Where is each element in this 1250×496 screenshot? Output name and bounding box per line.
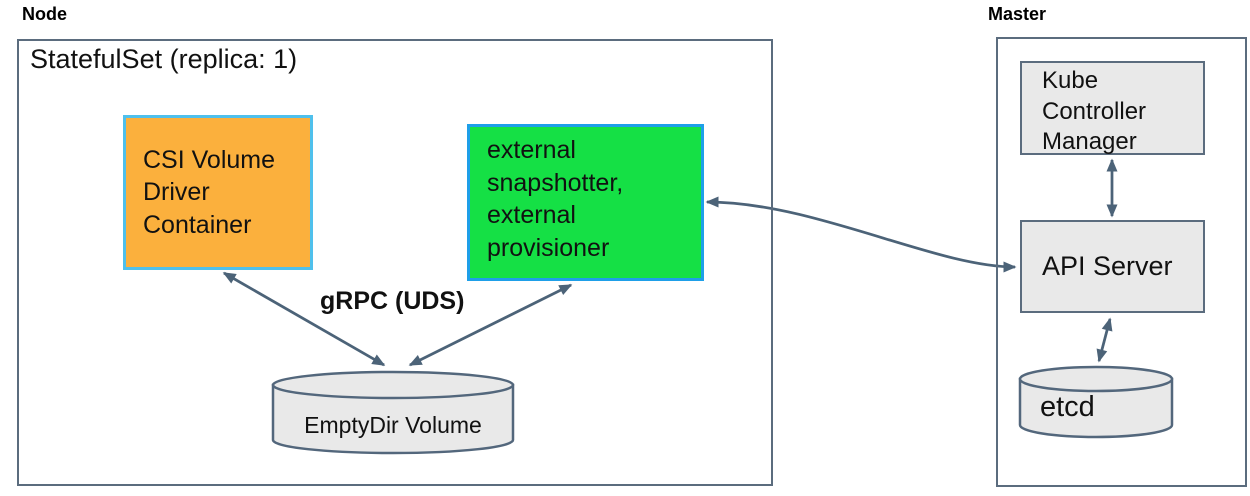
node-group-label: Node <box>22 4 67 24</box>
external-sidecars-box: external snapshotter, external provision… <box>467 124 704 281</box>
grpc-uds-label: gRPC (UDS) <box>320 287 465 315</box>
emptydir-volume-label: EmptyDir Volume <box>304 412 482 438</box>
statefulset-title: StatefulSet (replica: 1) <box>30 44 298 74</box>
etcd-label: etcd <box>1040 391 1095 423</box>
api-server-label: API Server <box>1042 251 1173 281</box>
csi-volume-driver-label: CSI Volume Driver Container <box>143 145 276 239</box>
csi-volume-driver-box: CSI Volume Driver Container <box>123 115 313 270</box>
api-server-box: API Server <box>1020 220 1205 313</box>
kube-controller-manager-box: Kube Controller Manager <box>1020 61 1205 155</box>
external-sidecars-label: external snapshotter, external provision… <box>487 136 624 262</box>
master-group-label: Master <box>988 4 1047 24</box>
kube-controller-manager-label: Kube Controller Manager <box>1042 67 1147 156</box>
